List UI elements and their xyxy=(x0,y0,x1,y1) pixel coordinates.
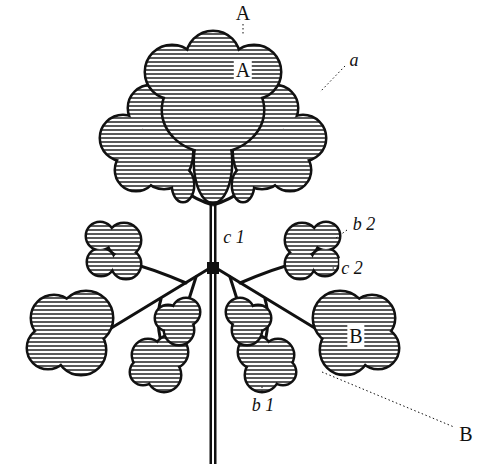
part-label: c 2 xyxy=(339,258,365,278)
part-label: b 2 xyxy=(351,214,378,234)
part-letter: A xyxy=(234,2,252,24)
part-letter: A xyxy=(234,59,252,81)
part-letter: B xyxy=(457,423,474,445)
part-letter: B xyxy=(347,325,364,347)
part-letter: a xyxy=(348,50,361,70)
part-label: b 1 xyxy=(250,395,277,415)
part-label: c 1 xyxy=(221,227,247,247)
